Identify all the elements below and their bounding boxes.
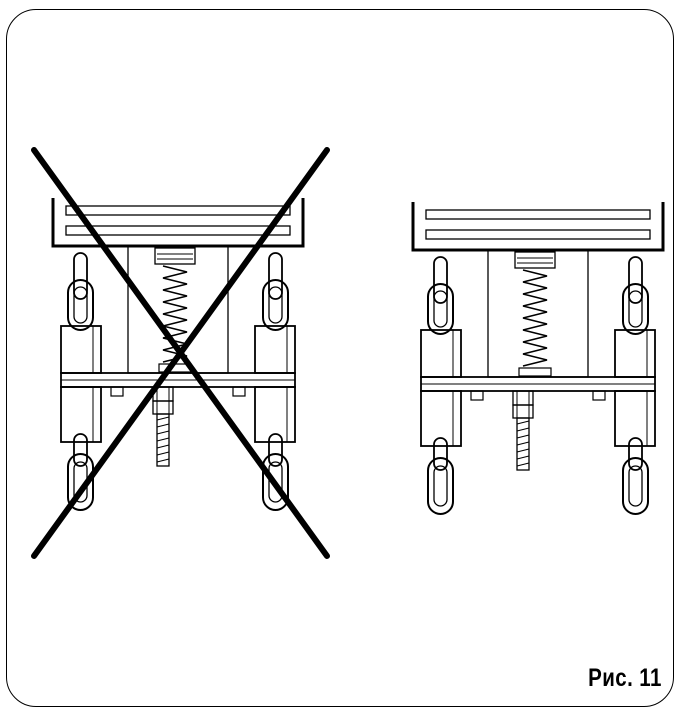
assembly-correct	[411, 200, 665, 516]
cross-out-mark	[31, 147, 330, 559]
figure-frame	[6, 9, 674, 707]
figure-caption: Рис. 11	[588, 664, 662, 692]
assembly-incorrect	[31, 147, 330, 559]
